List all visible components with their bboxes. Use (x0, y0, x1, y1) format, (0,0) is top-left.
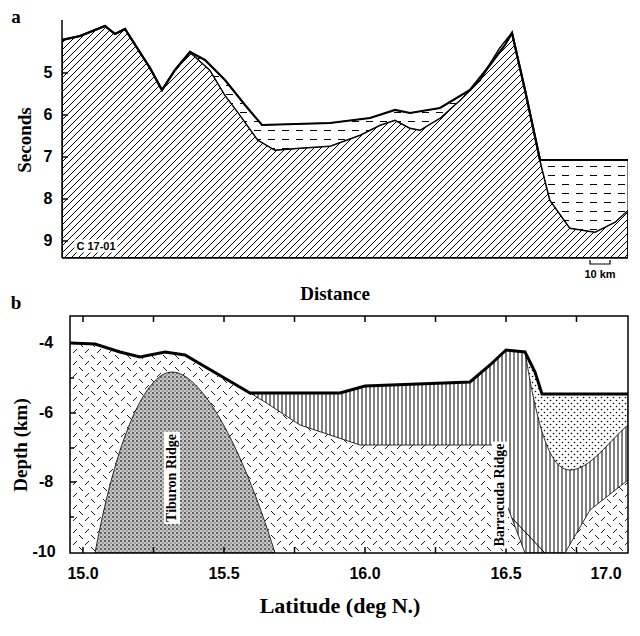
axis-tick (153, 547, 155, 553)
sediment-unit (250, 350, 628, 553)
tick-label: 9 (44, 233, 53, 249)
tick-label: 7 (44, 149, 53, 165)
basin-fill (525, 352, 628, 470)
basin-fill (525, 352, 628, 470)
sediment-unit (250, 350, 628, 553)
ridge-name: Tiburon Ridge (164, 432, 180, 524)
axes-a (62, 20, 628, 264)
axis-tick (223, 547, 225, 553)
axis-title: Latitude (deg N.) (260, 595, 421, 617)
tick-label: -10 (32, 544, 55, 560)
tick-label: 17.0 (590, 566, 621, 582)
tick-label: -4 (39, 335, 53, 351)
basement-unit (70, 343, 628, 553)
axis-title: Distance (300, 284, 370, 303)
axis-tick (82, 316, 84, 322)
axis-tick (294, 316, 296, 322)
basement (62, 26, 628, 258)
tick-label: -6 (39, 405, 53, 421)
axis-tick (82, 547, 84, 553)
axes-b (70, 316, 628, 553)
axis-title: Depth (km) (11, 398, 30, 491)
seismic-profile (62, 26, 628, 258)
axis-tick (505, 316, 507, 322)
seafloor-line (70, 343, 628, 394)
tick-label: 6 (44, 107, 53, 123)
sediment-layer (190, 33, 512, 150)
sediment-basin (540, 160, 628, 232)
panel-letter: a (11, 7, 21, 26)
profile-id: C 17-01 (74, 240, 117, 253)
tick-label: 15.0 (67, 566, 98, 582)
fault-line (512, 518, 545, 553)
tick-label: 16.0 (349, 566, 380, 582)
axis-tick (364, 547, 366, 553)
seafloor-line (62, 26, 628, 160)
axis-tick (223, 316, 225, 322)
tick-label: -8 (39, 474, 53, 490)
axis-tick (294, 547, 296, 553)
sediment-layer (190, 33, 512, 150)
tick-label: 16.5 (490, 566, 521, 582)
ridge-name: Barracuda Ridge (492, 441, 508, 548)
panel-letter: b (11, 293, 22, 312)
axis-tick (576, 316, 578, 322)
scale-label: 10 km (584, 269, 615, 280)
ridge-body (95, 372, 275, 553)
geologic-model (70, 343, 628, 553)
axis-tick (576, 547, 578, 553)
sediment-basin (540, 160, 628, 232)
axis-title: Seconds (15, 107, 34, 172)
tick-label: 8 (44, 191, 53, 207)
axis-tick (435, 547, 437, 553)
tick-label: 15.5 (208, 566, 239, 582)
axis-tick (153, 316, 155, 322)
axis-tick (364, 316, 366, 322)
axis-tick (435, 316, 437, 322)
tick-label: 5 (44, 65, 53, 81)
